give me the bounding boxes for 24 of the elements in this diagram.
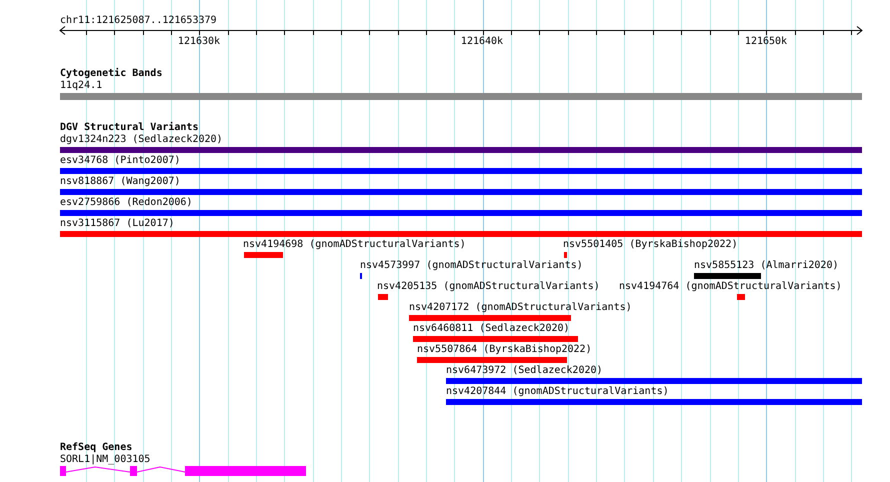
feature-label: dgv1324n223 (Sedlazeck2020): [60, 134, 223, 145]
feature-label: esv2759866 (Redon2006): [60, 197, 192, 208]
feature-label: nsv4194698 (gnomADStructuralVariants): [243, 239, 466, 250]
feature-label: nsv3115867 (Lu2017): [60, 218, 174, 229]
tick-label: 121650k: [744, 36, 788, 47]
coordinate-label: chr11:121625087..121653379: [60, 15, 217, 26]
tick-label: 121640k: [460, 36, 504, 47]
feature-label: nsv5501405 (ByrskaBishop2022): [563, 239, 738, 250]
feature-label: nsv4207844 (gnomADStructuralVariants): [446, 386, 669, 397]
feature-label: nsv4205135 (gnomADStructuralVariants): [377, 281, 600, 292]
feature-label: nsv4573997 (gnomADStructuralVariants): [360, 260, 583, 271]
feature-label: nsv6460811 (Sedlazeck2020): [413, 323, 570, 334]
feature-label: esv34768 (Pinto2007): [60, 155, 180, 166]
band-label: 11q24.1: [60, 80, 102, 91]
feature-label: nsv4194764 (gnomADStructuralVariants): [619, 281, 842, 292]
feature-label: nsv818867 (Wang2007): [60, 176, 180, 187]
feature-label: nsv4207172 (gnomADStructuralVariants): [409, 302, 632, 313]
feature-label: nsv5855123 (Almarri2020): [694, 260, 838, 271]
feature-label: nsv6473972 (Sedlazeck2020): [446, 365, 603, 376]
gene-label: SORL1|NM_003105: [60, 454, 150, 465]
feature-label: nsv5507864 (ByrskaBishop2022): [417, 344, 592, 355]
track-title: Cytogenetic Bands: [60, 68, 162, 79]
tick-label: 121630k: [178, 36, 220, 47]
track-title: DGV Structural Variants: [60, 122, 198, 133]
